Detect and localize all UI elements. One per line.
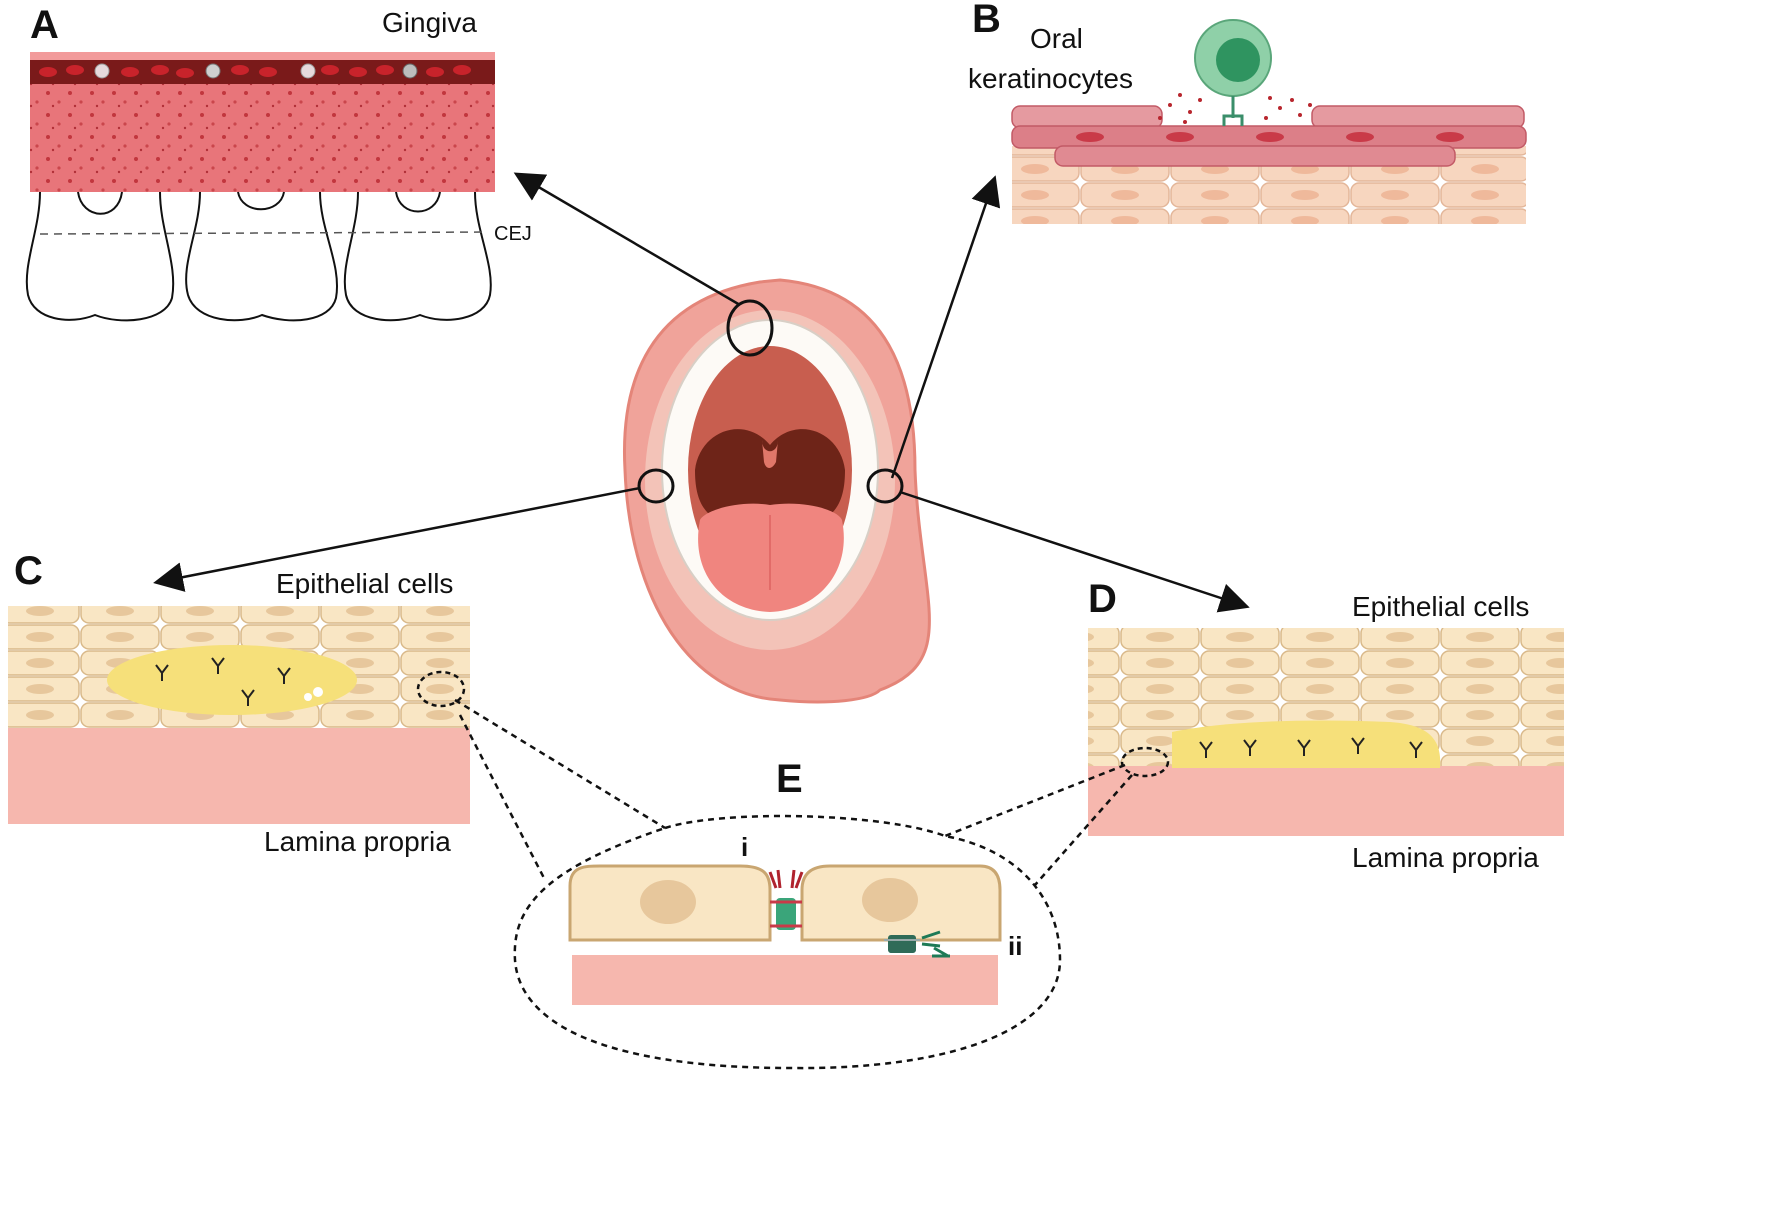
gingiva-surface [30, 52, 495, 60]
arrow-to-c [153, 486, 641, 592]
panel-d-epithelial-label: Epithelial cells [1352, 591, 1529, 622]
white-cells [94, 63, 418, 79]
panel-c-zoom-circle [416, 670, 466, 708]
panel-e-letter: E [776, 757, 803, 801]
arrow-to-b [890, 175, 1001, 479]
circle-left-mucosa [637, 468, 675, 504]
mouth-illustration [622, 278, 931, 704]
panel-e-label-i: i [741, 832, 748, 862]
gingiva-dots [30, 84, 495, 192]
arrow-to-d [899, 490, 1250, 613]
panel-b-title-line1: Oral [1030, 23, 1083, 54]
panel-a: A Gingiva CEJ [25, 3, 532, 322]
panel-c-lamina [8, 728, 470, 824]
panel-e-zoom-outline [513, 814, 1062, 1070]
circle-gingiva [726, 299, 774, 357]
panel-c-blister [107, 645, 357, 715]
arrows [153, 172, 1250, 613]
desmosome-i [768, 869, 804, 930]
arrow-to-a [513, 172, 741, 307]
blood-cells [39, 65, 471, 78]
panel-c-antibodies [155, 657, 291, 706]
cej-line [39, 231, 489, 235]
panel-b-letter: B [972, 0, 1001, 41]
panel-c-epithelial-label: Epithelial cells [276, 568, 453, 599]
panel-c: C Epithelial cells Lamina propria [8, 549, 470, 857]
panel-e: E i ii [454, 698, 1133, 1070]
panel-d-zoom-circle [1120, 746, 1170, 778]
teeth [25, 191, 492, 322]
panel-a-letter: A [30, 3, 59, 47]
panel-e-lamina [572, 955, 998, 1005]
cej-label: CEJ [494, 223, 532, 245]
panel-d-antibodies [1199, 737, 1423, 758]
panel-d-lamina-label: Lamina propria [1352, 842, 1539, 873]
panel-d: D Epithelial cells Lamina propria [1088, 577, 1564, 873]
panel-d-letter: D [1088, 577, 1117, 621]
uvula [762, 440, 778, 468]
cytotoxic-granules [1158, 93, 1312, 124]
damaged-keratinocytes [1011, 105, 1527, 167]
circle-right-mucosa [866, 468, 904, 504]
hemidesmosome-ii [884, 930, 950, 958]
panel-a-title: Gingiva [382, 7, 477, 38]
panel-c-letter: C [14, 549, 43, 593]
throat [695, 429, 845, 530]
panel-d-lamina [1088, 766, 1564, 836]
panel-b-title-line2: keratinocytes [968, 63, 1133, 94]
panel-b: B Oral keratinocytes [968, 0, 1527, 224]
t-cell [1194, 19, 1272, 126]
panel-e-label-ii: ii [1008, 931, 1022, 961]
panel-c-lamina-label: Lamina propria [264, 826, 451, 857]
